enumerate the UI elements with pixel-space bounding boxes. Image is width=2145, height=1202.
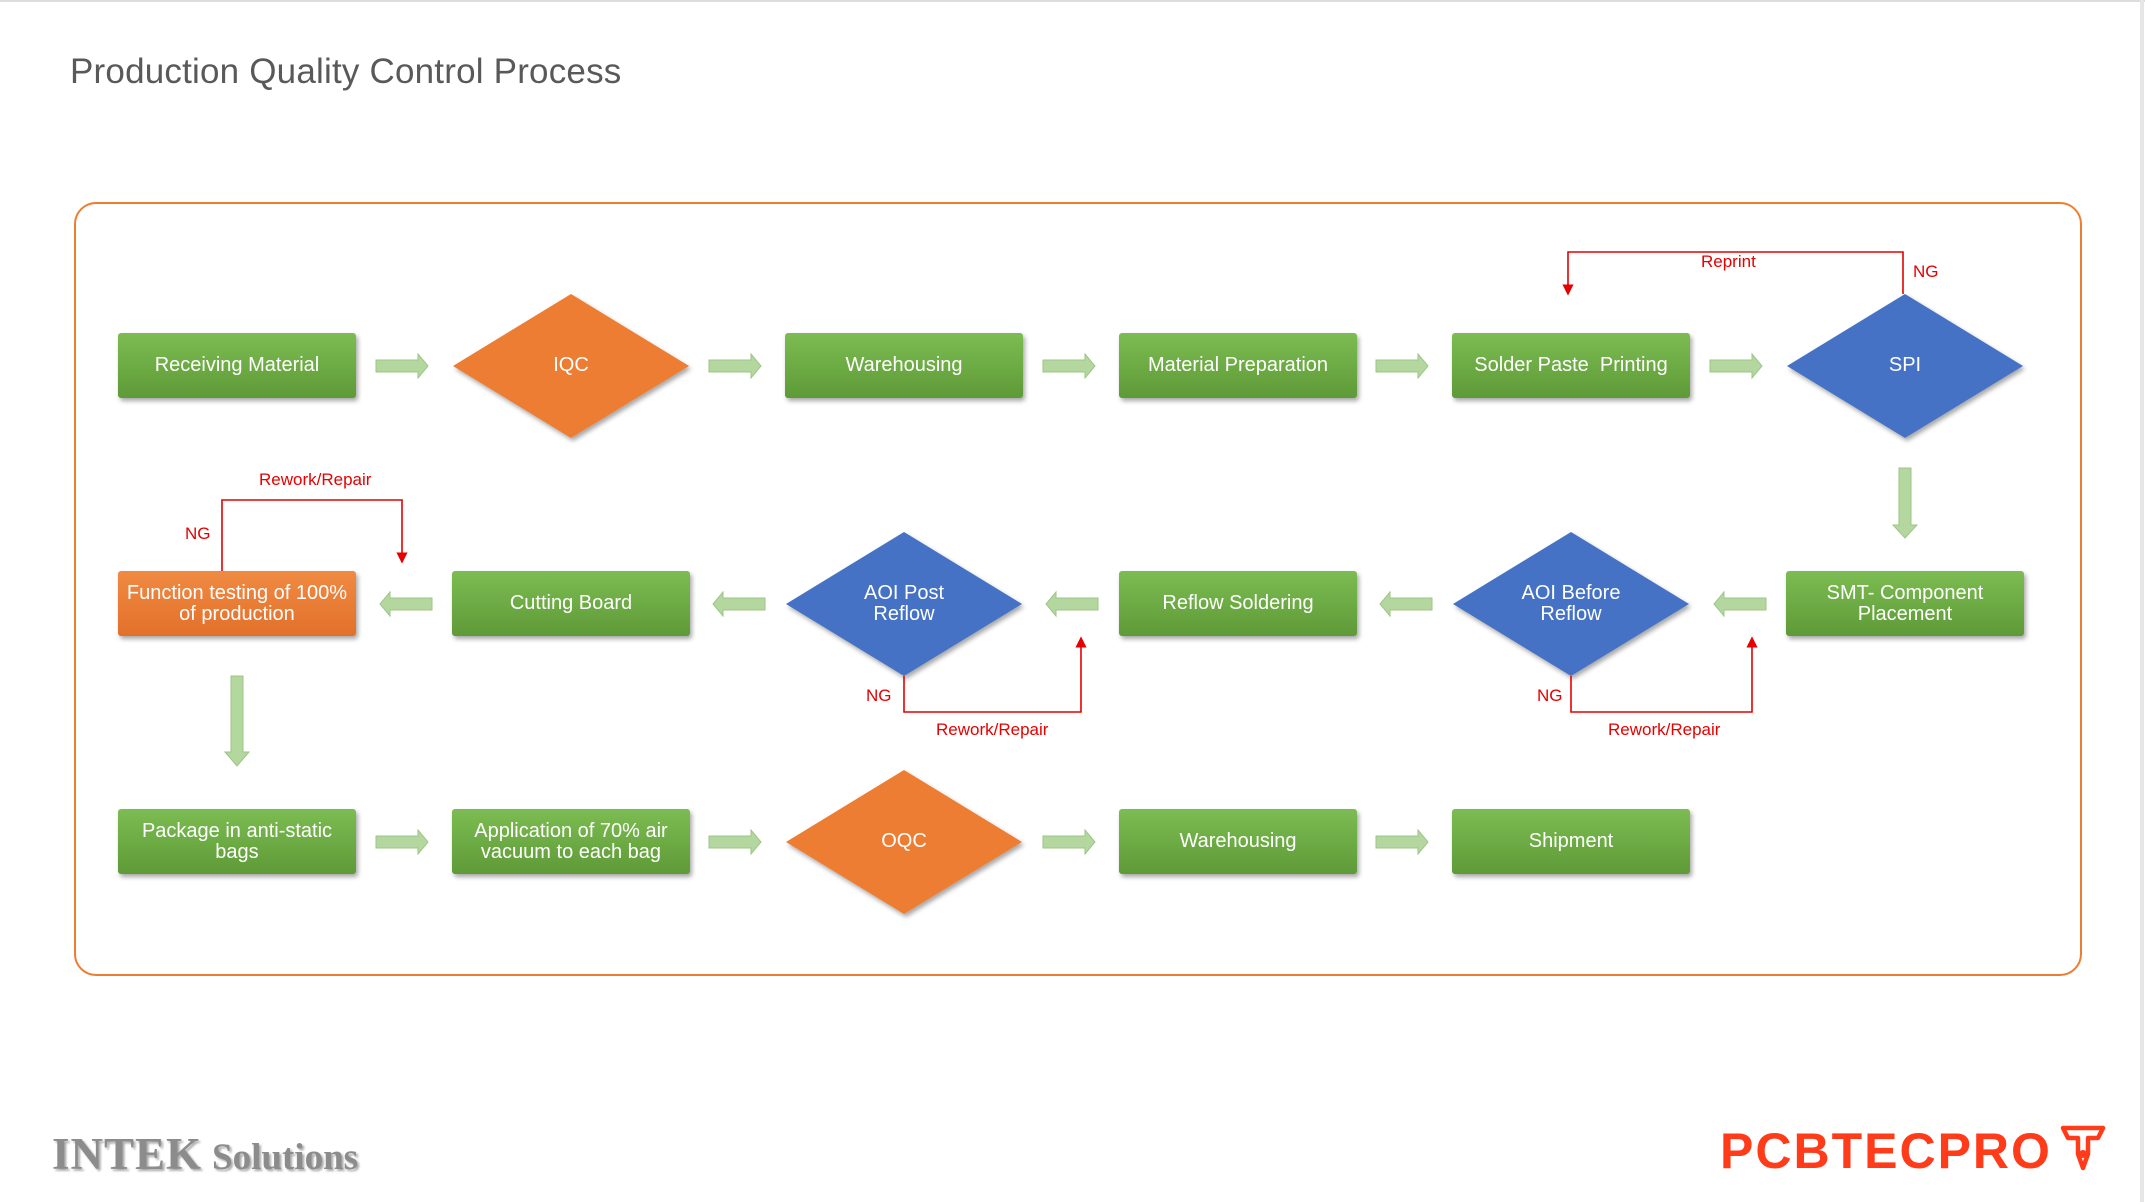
flow-arrow xyxy=(708,828,762,856)
node-receiving-material xyxy=(118,333,356,398)
flow-arrow xyxy=(375,828,429,856)
brand-left-sub: Solutions xyxy=(212,1137,359,1178)
node-solder-paste-printing xyxy=(1452,333,1690,398)
flow-arrow-left xyxy=(1045,590,1099,618)
node-warehousing-1 xyxy=(785,333,1023,398)
edge-label-rework: Rework/Repair xyxy=(259,470,372,489)
flow-arrow xyxy=(1042,352,1096,380)
edge-label-ng: NG xyxy=(1913,262,1939,281)
loop-function-test-rework xyxy=(221,499,408,571)
flow-arrow xyxy=(375,352,429,380)
node-cutting-board xyxy=(452,571,690,636)
flow-arrow-left xyxy=(712,590,766,618)
node-function-testing xyxy=(118,571,356,636)
node-shipment xyxy=(1452,809,1690,874)
node-aoi-before-reflow xyxy=(1453,532,1689,676)
flow-arrow-left xyxy=(1379,590,1433,618)
node-oqc xyxy=(786,770,1022,914)
loop-spi-reprint xyxy=(1562,251,1904,296)
node-material-preparation xyxy=(1119,333,1357,398)
node-warehousing-2 xyxy=(1119,809,1357,874)
edge-label-ng: NG xyxy=(866,686,892,705)
flow-arrow-left xyxy=(379,590,433,618)
flow-arrow xyxy=(1375,828,1429,856)
top-rule xyxy=(0,0,2145,2)
node-aoi-post-reflow xyxy=(786,532,1022,676)
flow-arrow xyxy=(1042,828,1096,856)
flow-arrow-down xyxy=(223,675,251,767)
edge-label-ng: NG xyxy=(185,524,211,543)
page-title: Production Quality Control Process xyxy=(70,52,622,91)
diagram-frame xyxy=(74,202,2082,976)
node-smt-placement xyxy=(1786,571,2024,636)
flow-arrow xyxy=(1709,352,1763,380)
node-reflow-soldering xyxy=(1119,571,1357,636)
node-spi xyxy=(1787,294,2023,438)
edge-label-ng: NG xyxy=(1537,686,1563,705)
pcbtecpro-logo-mark-icon xyxy=(2060,1125,2106,1171)
flow-arrow-left xyxy=(1713,590,1767,618)
brand-left-main: INTEK xyxy=(52,1129,203,1179)
loop-aoi-before-rework xyxy=(1570,636,1758,713)
flow-arrow xyxy=(1375,352,1429,380)
node-iqc xyxy=(453,294,689,438)
node-vacuum-application xyxy=(452,809,690,874)
pcbtecpro-logo: PCBTECPRO xyxy=(1720,1123,2052,1179)
right-edge-shade xyxy=(2140,0,2144,1202)
edge-label-rework: Rework/Repair xyxy=(936,720,1049,739)
edge-label-reprint: Reprint xyxy=(1701,252,1756,271)
edge-label-rework: Rework/Repair xyxy=(1608,720,1721,739)
flow-arrow xyxy=(708,352,762,380)
loop-aoi-post-rework xyxy=(903,636,1087,713)
flow-arrow-down xyxy=(1891,467,1919,539)
node-package-antistatic xyxy=(118,809,356,874)
